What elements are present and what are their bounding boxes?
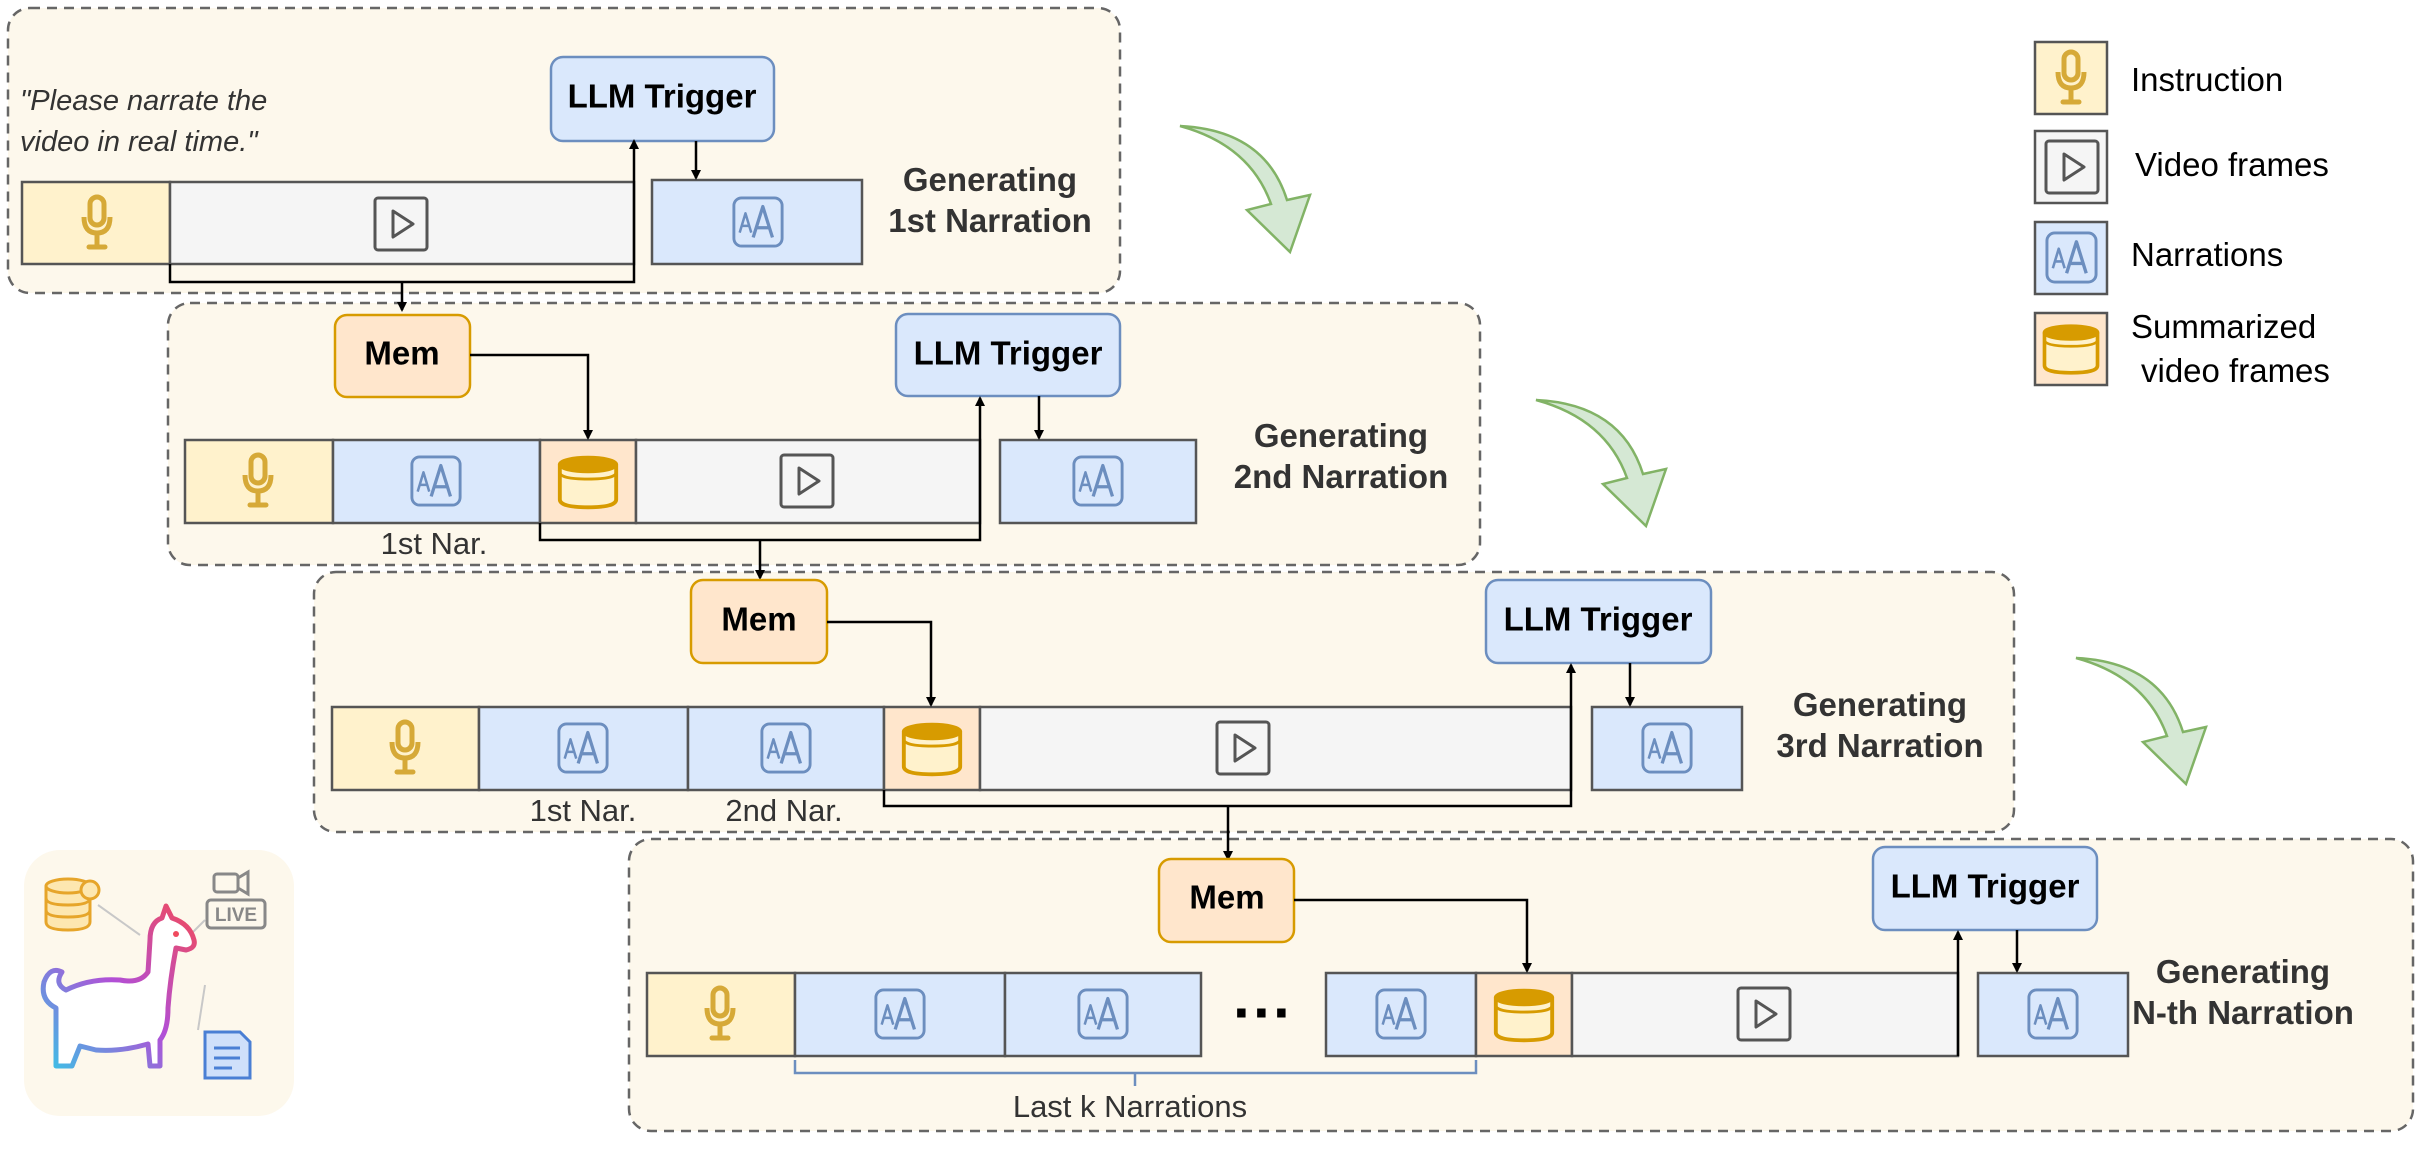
stage-2-token-row	[183, 438, 982, 525]
stage-3-title-line2: 3rd Narration	[1776, 727, 1983, 764]
document-icon	[203, 1030, 252, 1080]
llm-trigger-node-4	[1871, 845, 2099, 932]
llm-trigger-label-2: LLM Trigger	[914, 335, 1103, 372]
llm-trigger-node-1	[549, 55, 776, 143]
connector	[538, 523, 982, 578]
stage-3-title-line1: Generating	[1793, 686, 1967, 723]
narration-token-label: 2nd Nar.	[725, 793, 842, 828]
mem-label-2: Mem	[364, 335, 439, 372]
legend-label: Narrations	[2131, 236, 2283, 273]
legend-label: video frames	[2141, 352, 2330, 389]
flow-arrow-2	[1535, 398, 1668, 529]
logo: LIVE	[24, 850, 294, 1116]
stage-2-title-line1: Generating	[1254, 417, 1428, 454]
llm-trigger-label-3: LLM Trigger	[1504, 601, 1693, 638]
llm-trigger-label-4: LLM Trigger	[1891, 868, 2080, 905]
live-badge	[205, 898, 267, 930]
llm-trigger-node-2	[894, 312, 1122, 398]
stage-1-token-row	[20, 180, 636, 266]
database-icon	[44, 877, 101, 932]
database-icon	[901, 722, 963, 777]
video-frames-token	[634, 438, 982, 525]
stage-4-title-line2: N-th Narration	[2132, 994, 2354, 1031]
last-k-label: Last k Narrations	[1013, 1089, 1247, 1124]
stage-4-token-row: ···	[645, 971, 1960, 1058]
connector	[1294, 898, 1532, 973]
legend-label: Summarized	[2131, 308, 2316, 345]
last-k-bracket	[793, 1060, 1478, 1086]
video-frames-token	[1570, 971, 1960, 1058]
stage-1-title-line1: Generating	[903, 161, 1077, 198]
narration-token-label: 1st Nar.	[530, 793, 637, 828]
narration-token-label: 1st Nar.	[381, 526, 488, 561]
camera-icon	[212, 869, 250, 897]
llm-trigger-label-1: LLM Trigger	[568, 78, 757, 115]
mem-label-4: Mem	[1189, 879, 1264, 916]
video-frames-token	[978, 705, 1573, 792]
ellipsis: ···	[1233, 979, 1293, 1046]
video-frames-token	[168, 180, 636, 266]
database-icon	[2042, 324, 2100, 375]
instruction-quote-line2: video in real time."	[20, 126, 259, 158]
database-icon	[1493, 988, 1555, 1043]
flow-arrow-1	[1179, 124, 1312, 255]
legend-label: Video frames	[2135, 146, 2329, 183]
connector	[470, 353, 593, 440]
stage-2-title-line2: 2nd Narration	[1234, 458, 1449, 495]
legend-label: Instruction	[2131, 61, 2283, 98]
stage-1-title-line2: 1st Narration	[888, 202, 1092, 239]
connector	[882, 790, 1573, 859]
llama-icon	[40, 903, 197, 1069]
database-icon	[557, 455, 619, 510]
llm-trigger-node-3	[1484, 578, 1713, 665]
mem-label-3: Mem	[721, 601, 796, 638]
stage-3-token-row	[330, 705, 1573, 792]
instruction-quote-line1: "Please narrate the	[20, 85, 267, 117]
connector	[827, 620, 936, 707]
legend: Instruction Video frames Narrations Summ…	[2033, 40, 2330, 389]
stage-4-title-line1: Generating	[2156, 953, 2330, 990]
live-badge-text: LIVE	[215, 905, 257, 926]
narration-token	[1003, 971, 1203, 1058]
flow-arrow-3	[2075, 656, 2208, 787]
connector	[168, 264, 636, 310]
